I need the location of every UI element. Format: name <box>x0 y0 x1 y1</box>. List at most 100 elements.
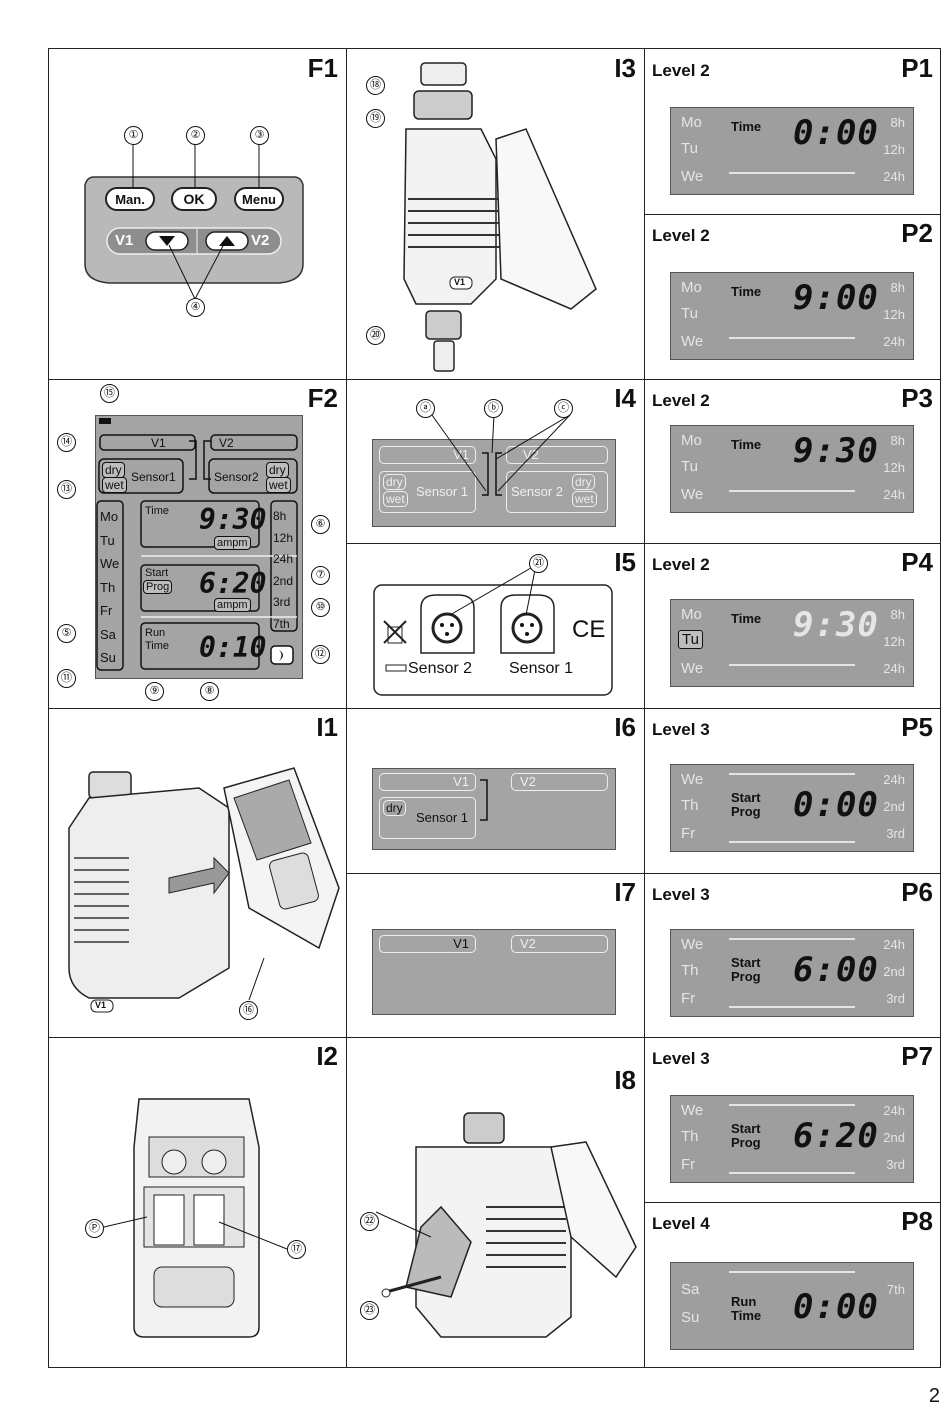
lcd-day: Tu <box>681 140 698 157</box>
f2-wet-2: wet <box>266 477 291 493</box>
lcd-day: We <box>681 486 704 503</box>
level-label: Level 2 <box>652 226 710 245</box>
level-label: Level 4 <box>652 1214 710 1233</box>
panel-label: F2 <box>307 383 338 413</box>
panel-label: I1 <box>316 712 338 742</box>
lcd-right: 12h <box>883 307 905 322</box>
callout-b: ⓑ <box>484 399 503 418</box>
lcd-right: 3rd <box>886 991 905 1006</box>
lcd-day: Fr <box>681 990 696 1007</box>
lcd-day: Th <box>681 962 699 979</box>
panel-i1: I1 V1 ⑯ <box>49 708 346 1037</box>
callout-23: ㉓ <box>360 1301 379 1320</box>
lcd-digits: 9:30 <box>793 605 879 645</box>
divider <box>346 1037 644 1038</box>
panel-i5: I5 ㉑ Sensor 2 Sensor 1 CE <box>346 543 644 708</box>
day-sa: Sa <box>100 626 116 642</box>
callout-19: ⑲ <box>366 109 385 128</box>
i4-sensor1: Sensor 1 <box>416 484 469 499</box>
i4-wet: wet <box>383 491 408 507</box>
btn-7th: 7th <box>273 616 290 631</box>
lcd-display: We Th Fr 24h 2nd 3rd Start Prog 0:00 <box>670 764 914 852</box>
callout-6: ⑥ <box>311 515 330 534</box>
day-su: Su <box>100 650 116 665</box>
i6-valve1: V1 <box>453 774 469 789</box>
i1-v1-badge: V1 <box>95 1000 107 1010</box>
lcd-right: 24h <box>883 1103 905 1118</box>
lcd-day-selected: Tu <box>678 630 703 649</box>
i7-valve2-box: V2 <box>511 935 608 953</box>
panel-label: P6 <box>901 877 933 907</box>
lcd-label: Time <box>731 611 762 626</box>
lcd-line <box>729 841 855 843</box>
f2-start-value: 6:20 <box>199 567 267 600</box>
divider <box>49 1037 346 1038</box>
callout-12: ⑫ <box>311 645 330 664</box>
i6-dry: dry <box>383 800 406 816</box>
lcd-digits: 9:00 <box>793 278 879 318</box>
f2-start-label: Start <box>145 567 169 579</box>
lcd-display: We Th Fr 24h 2nd 3rd Start Prog 6:00 <box>670 929 914 1017</box>
f2-ampm: ampm <box>214 536 251 550</box>
btn-8h: 8h <box>273 509 287 523</box>
panel-label: I5 <box>614 547 636 577</box>
lcd-label: Time <box>731 119 762 134</box>
lcd-line <box>729 337 855 339</box>
i5-sensor1: Sensor 1 <box>509 660 574 677</box>
lcd-label: Start <box>731 1121 761 1136</box>
lcd-display: Mo Tu We 8h 12h 24h Time 9:00 <box>670 272 914 360</box>
lcd-digits: 0:00 <box>793 785 879 825</box>
panel-label: I3 <box>614 53 636 83</box>
callout-15: ⑮ <box>100 384 119 403</box>
divider <box>346 379 644 380</box>
callout-10: ⑩ <box>311 598 330 617</box>
lcd-day: We <box>681 1102 704 1119</box>
lcd-right: 2nd <box>883 1130 905 1145</box>
lcd-digits: 9:30 <box>793 431 879 471</box>
panel-label: P2 <box>901 218 933 248</box>
panel-p8: Level 4 P8 Sa Su 7th Run Time 0:00 <box>644 1202 941 1369</box>
callout-a: ⓐ <box>416 399 435 418</box>
i4-dry-2: dry <box>572 474 595 490</box>
divider <box>644 379 940 380</box>
lcd-day: Mo <box>681 432 702 449</box>
lcd-day: Fr <box>681 825 696 842</box>
f2-run-time-label: Time <box>145 640 170 652</box>
f2-wet: wet <box>102 477 127 493</box>
f2-valve2: V2 <box>219 436 234 450</box>
lcd-day: We <box>681 771 704 788</box>
lcd-label: Time <box>731 1308 762 1323</box>
panel-i3: I3 V1 ⑱ ⑲ ⑳ <box>346 49 644 379</box>
ok-button: OK <box>183 191 205 207</box>
lcd-display: We Th Fr 24h 2nd 3rd Start Prog 6:20 <box>670 1095 914 1183</box>
lcd-day: We <box>681 936 704 953</box>
lcd-line <box>729 1271 855 1273</box>
divider <box>644 708 940 709</box>
i4-callout-lines <box>431 414 571 496</box>
figure-grid: F1 Man. OK Menu V1 V2 ① ② ③ ④ F2 <box>48 48 941 1368</box>
lcd-day: Mo <box>681 114 702 131</box>
tap-connector-illustration <box>403 62 597 372</box>
callout-7: ⑦ <box>311 566 330 585</box>
lcd-right: 3rd <box>886 1157 905 1172</box>
lcd-line <box>729 773 855 775</box>
lcd-day: We <box>681 333 704 350</box>
divider <box>644 1037 940 1038</box>
lcd-digits: 0:00 <box>793 113 879 153</box>
lcd-right: 8h <box>890 433 905 448</box>
ce-mark: CE <box>572 616 606 643</box>
i6-valve2-box: V2 <box>511 773 608 791</box>
day-we: We <box>100 556 120 571</box>
panel-label: P3 <box>901 383 933 413</box>
btn-24h: 24h <box>273 552 294 566</box>
divider <box>644 873 940 874</box>
btn-12h: 12h <box>273 530 294 545</box>
lcd-line <box>729 1172 855 1174</box>
v2-label: V2 <box>251 232 270 249</box>
i4-valve2-box: V2 <box>506 446 608 464</box>
i4-sensor2-box: Sensor 2 <box>506 471 608 513</box>
callout-4: ④ <box>186 298 205 317</box>
panel-p2: Level 2 P2 Mo Tu We 8h 12h 24h Time 9:00 <box>644 214 941 379</box>
callout-p: Ⓟ <box>85 1219 104 1238</box>
mounting-bracket-illustration <box>375 1112 637 1338</box>
